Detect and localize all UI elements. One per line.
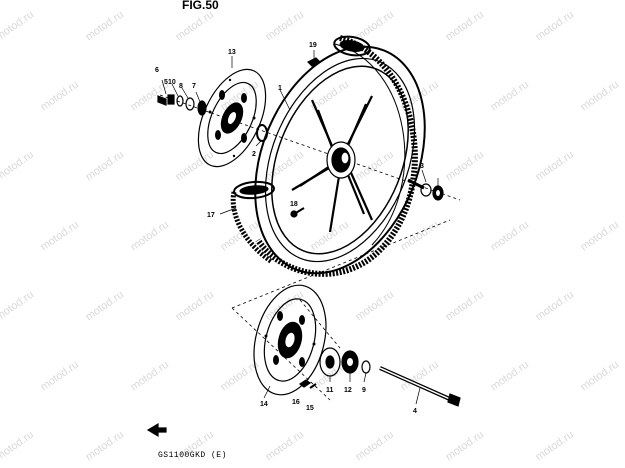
balance-weight [306,57,322,67]
callout-9: 9 [362,387,366,394]
figure-title: FIG.50 [182,0,219,12]
callout-labels: 1 2 3 4 5 6 7 8 9 10 11 12 13 14 15 16 1… [155,42,424,415]
callout-18: 18 [290,201,298,208]
callout-17: 17 [207,212,215,219]
callout-15: 15 [306,405,314,412]
callout-7: 7 [192,83,196,90]
callout-12: 12 [344,387,352,394]
callout-2: 2 [252,151,256,158]
front-direction-arrow-icon [146,422,167,438]
callout-13: 13 [228,49,236,56]
air-valve [290,207,305,218]
callout-3: 3 [420,163,424,170]
right-bearing-parts [407,178,444,201]
leader-lines [161,50,439,405]
callout-16: 16 [292,399,300,406]
front-tire [230,35,418,277]
callout-1: 1 [278,85,282,92]
callout-11: 11 [326,387,334,394]
front-axle [379,366,461,407]
disc-bolts [298,379,317,389]
callout-14: 14 [260,401,268,408]
lower-hub-parts [319,347,371,377]
upper-brake-disc [197,68,267,168]
callout-19: 19 [309,42,317,49]
model-code: GS1100GKD (E) [158,451,227,460]
front-wheel [254,45,426,275]
callout-8: 8 [179,83,183,90]
callout-6: 6 [155,67,159,74]
callout-5: 5 [164,79,168,86]
callout-4: 4 [413,408,417,415]
left-hub-parts [157,94,207,116]
lower-brake-disc [253,284,327,396]
callout-10: 10 [168,79,176,86]
